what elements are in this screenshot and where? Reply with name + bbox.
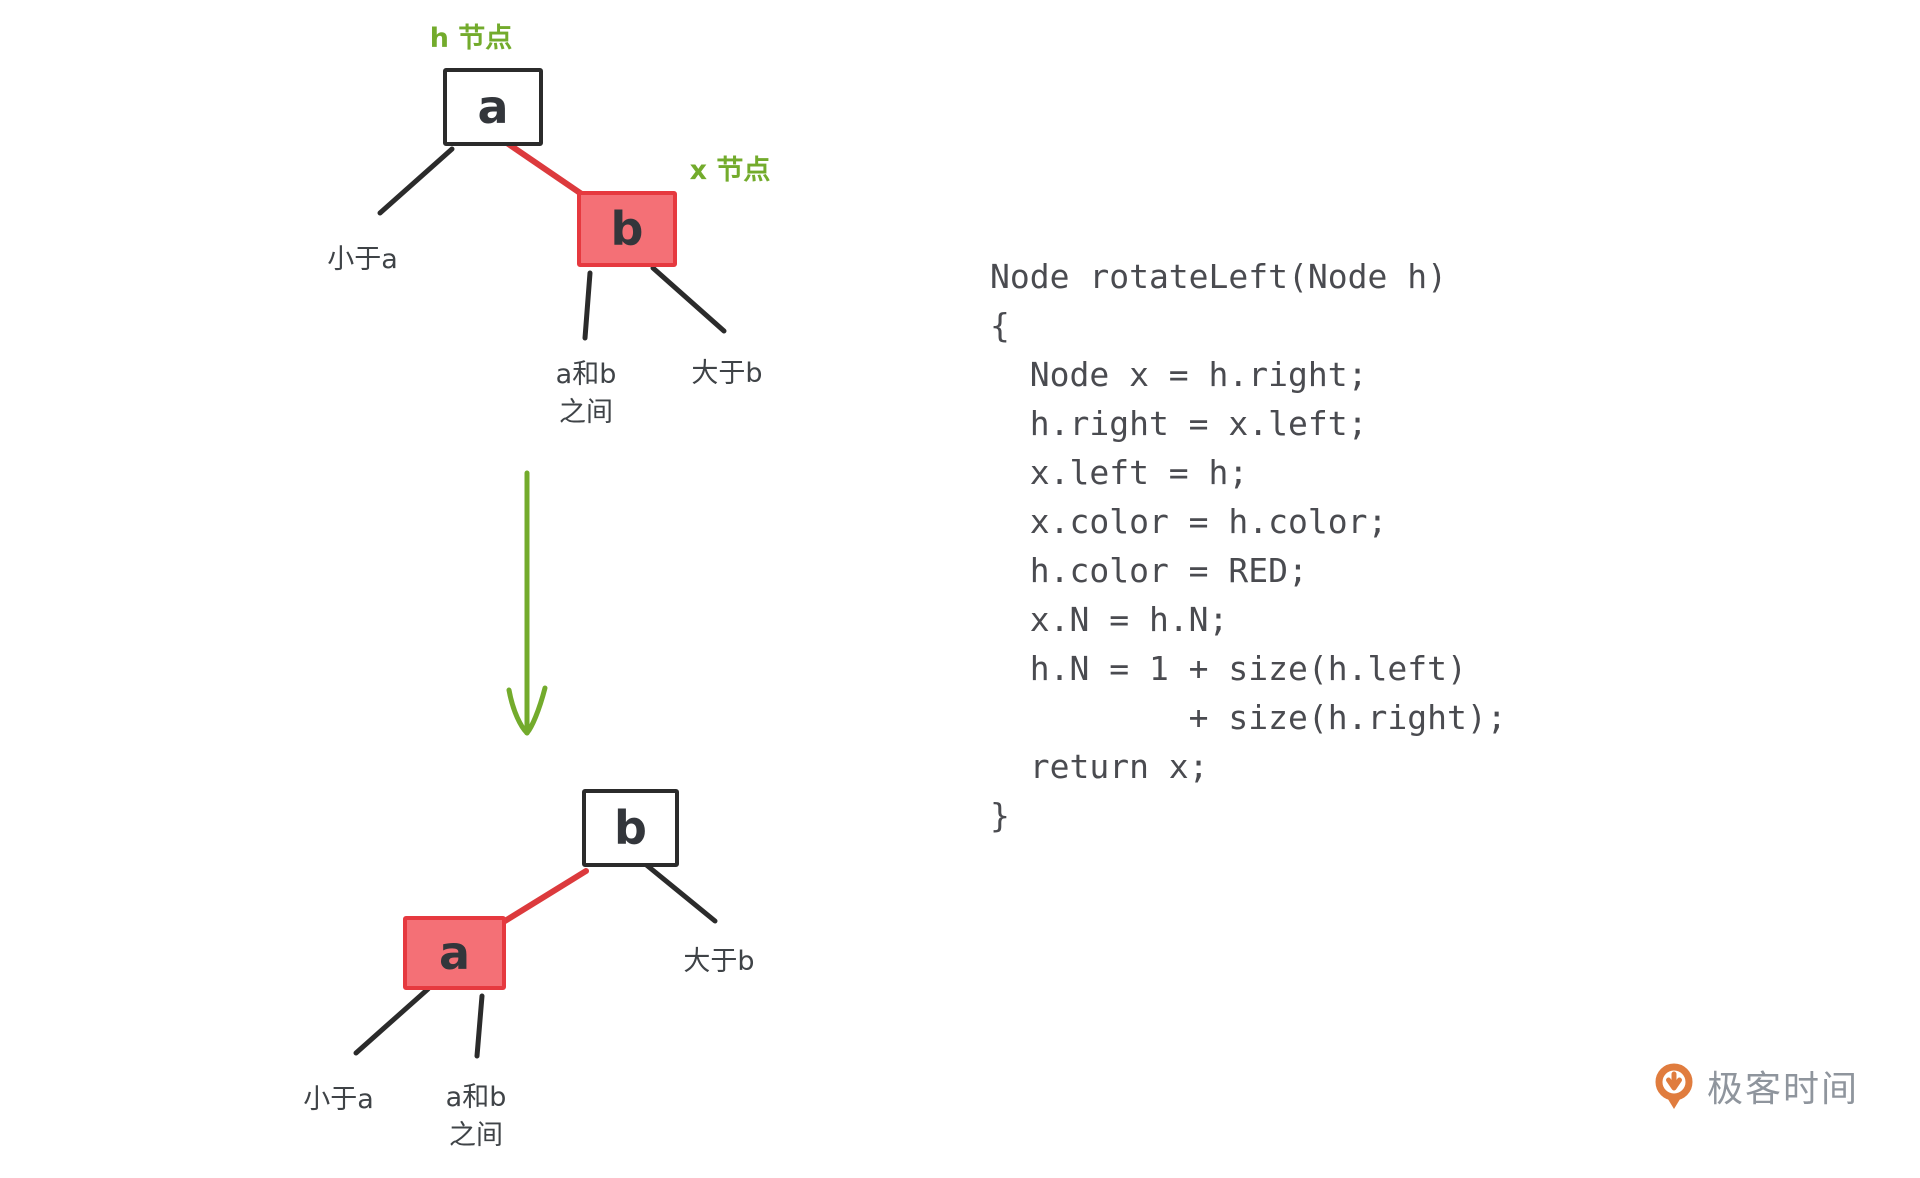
code-line: { [990, 306, 1010, 345]
after-node-b: b [582, 789, 679, 867]
before-right-subtree-label: 大于b [691, 358, 763, 389]
rotate-left-code-block: Node rotateLeft(Node h) { Node x = h.righ… [990, 252, 1507, 840]
after-right-subtree-label: 大于b [683, 946, 755, 977]
before-mid-subtree-label-line2: 之间 [559, 397, 613, 428]
after-left-subtree-label: 小于a [303, 1084, 374, 1115]
code-line: x.color = h.color; [990, 502, 1388, 541]
transform-arrow-head-right [524, 685, 548, 736]
code-line: Node rotateLeft(Node h) [990, 257, 1447, 296]
code-line: h.right = x.left; [990, 404, 1368, 443]
before-edge-a-to-b-red [501, 138, 589, 200]
after-mid-subtree-label-line2: 之间 [449, 1120, 503, 1151]
after-mid-subtree-label: a和b 之间 [416, 1079, 536, 1155]
before-edge-b-mid [582, 270, 593, 341]
transform-arrow-head-left [506, 687, 530, 736]
after-mid-subtree-label-line1: a和b [445, 1082, 507, 1113]
logo-inner-arrow-head [1666, 1077, 1682, 1091]
before-edge-b-right [650, 265, 727, 334]
x-node-annotation: x 节点 [689, 155, 771, 186]
code-line: } [990, 796, 1010, 835]
after-node-a-letter: a [438, 926, 471, 980]
code-line: return x; [990, 747, 1209, 786]
after-edge-b-right [641, 860, 718, 924]
after-edge-b-to-a-red [502, 868, 589, 924]
h-node-annotation: h 节点 [429, 23, 513, 54]
before-mid-subtree-label: a和b 之间 [526, 356, 646, 432]
code-line: x.N = h.N; [990, 600, 1229, 639]
after-node-b-letter: b [614, 801, 647, 855]
before-edge-a-left [377, 146, 455, 216]
before-mid-subtree-label-line1: a和b [555, 359, 617, 390]
code-line: x.left = h; [990, 453, 1249, 492]
code-line: h.color = RED; [990, 551, 1308, 590]
geektime-logo-text: 极客时间 [1707, 1069, 1860, 1110]
code-line: Node x = h.right; [990, 355, 1368, 394]
code-line: + size(h.right); [990, 698, 1507, 737]
code-line: h.N = 1 + size(h.left) [990, 649, 1467, 688]
geektime-logo-icon [1655, 1063, 1693, 1109]
before-node-a-letter: a [477, 80, 509, 134]
after-edge-a-mid [474, 993, 485, 1059]
after-node-a: a [403, 916, 506, 990]
before-left-subtree-label: 小于a [327, 244, 398, 275]
before-node-b: b [577, 191, 677, 267]
geektime-logo: 极客时间 [1650, 1060, 1859, 1112]
before-node-a: a [443, 68, 543, 146]
before-node-b-letter: b [610, 202, 644, 256]
after-edge-a-left [353, 986, 431, 1056]
